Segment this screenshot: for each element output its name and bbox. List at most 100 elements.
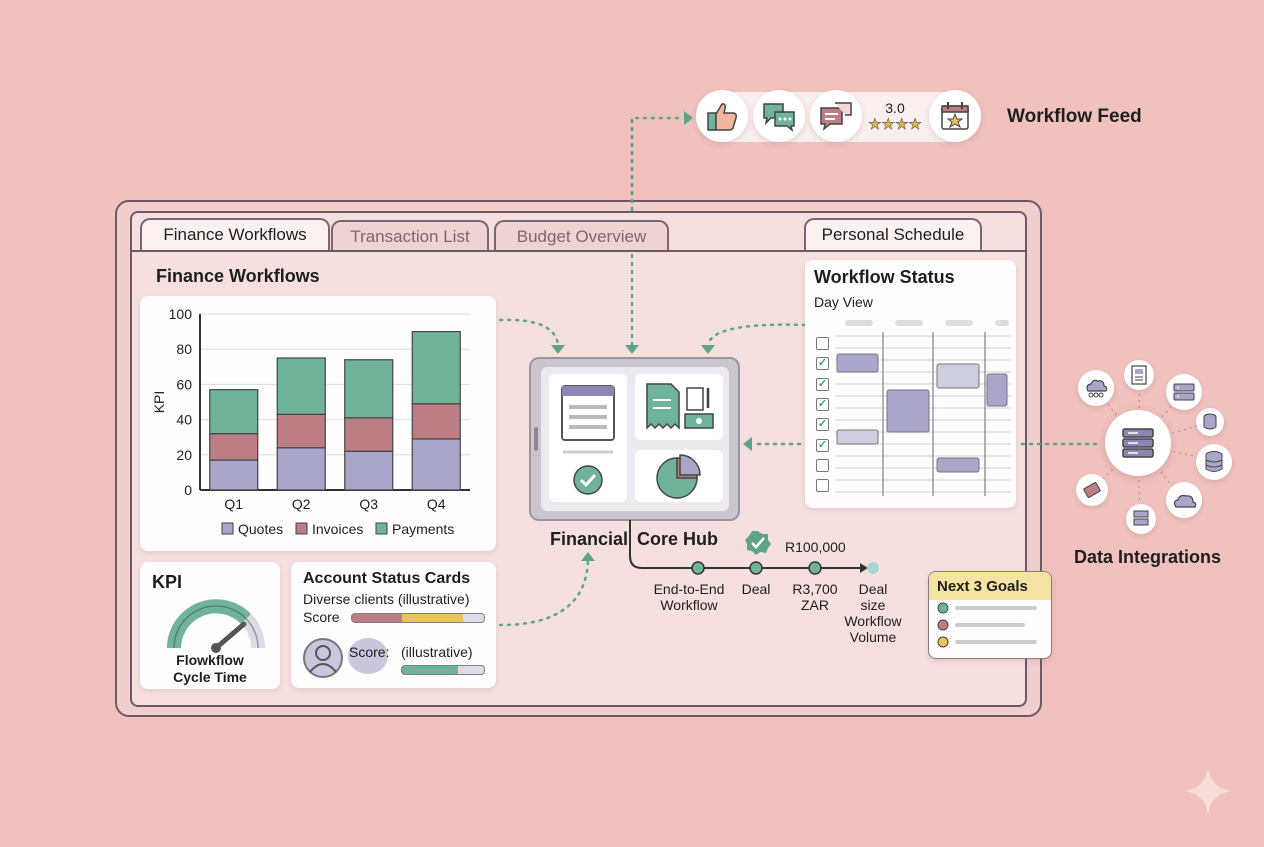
- messages-button[interactable]: [810, 90, 862, 142]
- timeline-step-4-line4: Volume: [849, 629, 897, 645]
- browser-window-icon: [561, 385, 615, 495]
- y-tick-label: 60: [176, 376, 192, 392]
- server-node-bottom[interactable]: [1126, 504, 1156, 534]
- bar-payments-q1: [209, 389, 259, 435]
- legend-label-quotes: Quotes: [238, 521, 283, 537]
- section-title: Finance Workflows: [156, 266, 320, 286]
- receipt-icon: [646, 383, 714, 430]
- document-icon: [1131, 365, 1147, 385]
- schedule-checkbox[interactable]: ✓: [816, 357, 829, 371]
- rating-stars: ★★★★: [868, 116, 922, 134]
- thumbs-up-icon: [707, 103, 737, 131]
- bar-payments-q2: [276, 357, 326, 415]
- timeline-step-4-line3: Workflow: [844, 613, 902, 629]
- rating-value: 3.0: [885, 100, 905, 116]
- y-tick-label: 0: [184, 482, 192, 498]
- server-icon-bottom: [1133, 510, 1149, 526]
- y-tick-label: 40: [176, 412, 192, 428]
- cloud-icon: [1086, 379, 1108, 398]
- kpi-label-2: Cycle Time: [173, 669, 247, 685]
- hub-tile-pie[interactable]: [635, 450, 723, 502]
- bar-quotes-q2: [276, 447, 326, 491]
- score-bar-2: [401, 665, 485, 675]
- integration-hub-node[interactable]: [1105, 410, 1171, 476]
- workflow-feed-title: Workflow Feed: [1007, 106, 1142, 127]
- x-tick-label: Q1: [224, 496, 243, 512]
- kpi-label-1: Flowkflow: [176, 652, 244, 668]
- schedule-checkbox[interactable]: ✓: [816, 397, 829, 411]
- database-node-small[interactable]: [1196, 408, 1224, 436]
- hub-label-b: Core Hub: [637, 529, 718, 549]
- legend-label-payments: Payments: [392, 521, 454, 537]
- goals-header: [929, 572, 1051, 600]
- illustrative-label: (illustrative): [401, 644, 473, 660]
- timeline: [629, 520, 879, 575]
- document-node[interactable]: [1124, 360, 1154, 390]
- database-icon: [1205, 451, 1223, 472]
- tab-budget-overview[interactable]: Budget Overview: [494, 220, 669, 250]
- x-tick-label: Q2: [292, 496, 311, 512]
- legend-swatch-invoices: [295, 522, 308, 535]
- sparkle-icon: [1185, 768, 1231, 814]
- workflow-status-card: Workflow Status Day View ✓✓✓✓✓: [805, 260, 1016, 508]
- legend-swatch-quotes: [221, 522, 234, 535]
- cloud-storage-node[interactable]: [1078, 370, 1114, 406]
- tab-transaction-list[interactable]: Transaction List: [331, 220, 489, 250]
- bar-invoices-q3: [344, 417, 394, 452]
- day-view-calendar: [835, 320, 1011, 496]
- check-badge-icon: [745, 531, 771, 555]
- account-status-card: Account Status Cards Diverse clients (il…: [291, 562, 496, 688]
- schedule-checkbox[interactable]: ✓: [816, 438, 829, 452]
- timeline-step-4-line2: size: [860, 597, 886, 613]
- workflow-status-title: Workflow Status: [814, 267, 955, 287]
- bar-invoices-q1: [209, 433, 259, 461]
- server-node-small[interactable]: [1166, 374, 1202, 410]
- data-integrations-title: Data Integrations: [1074, 547, 1222, 567]
- goals-list: [937, 602, 1037, 648]
- goals-card: Next 3 Goals: [928, 571, 1052, 659]
- bar-payments-q3: [344, 359, 394, 419]
- hub-tile-receipt[interactable]: [635, 374, 723, 440]
- hub-tile-document[interactable]: [549, 374, 627, 502]
- database-icon-small: [1203, 413, 1217, 430]
- ticket-node[interactable]: [1076, 474, 1108, 506]
- user-icon: [309, 645, 337, 673]
- x-tick-label: Q4: [427, 496, 446, 512]
- message-icon: [820, 102, 852, 131]
- legend-label-invoices: Invoices: [312, 521, 363, 537]
- server-icon-small: [1173, 383, 1195, 401]
- timeline-step-1-line1: End-to-End: [653, 581, 725, 597]
- database-node[interactable]: [1196, 444, 1232, 480]
- cloud-icon-2: [1173, 494, 1197, 508]
- timeline-step-1-line2: Workflow: [660, 597, 718, 613]
- schedule-checkbox[interactable]: ✓: [816, 377, 829, 391]
- timeline-step-3-line2: ZAR: [801, 597, 829, 613]
- schedule-checkbox[interactable]: [816, 479, 829, 493]
- server-stack-icon: [1122, 428, 1154, 458]
- tablet-button: [534, 427, 538, 451]
- schedule-checkbox[interactable]: ✓: [816, 418, 829, 432]
- thumbs-up-button[interactable]: [696, 90, 748, 142]
- schedule-checkbox[interactable]: [816, 337, 829, 350]
- kpi-title: KPI: [152, 572, 183, 592]
- x-tick-label: Q3: [359, 496, 378, 512]
- account-title: Account Status Cards: [303, 570, 471, 587]
- ticket-icon: [1083, 482, 1101, 498]
- score-bar: [351, 613, 485, 623]
- timeline-step-4-line1: Deal: [858, 581, 888, 597]
- tab-personal-schedule[interactable]: Personal Schedule: [804, 218, 982, 250]
- timeline-amount: R100,000: [785, 539, 846, 555]
- goals-title: Next 3 Goals: [937, 578, 1028, 595]
- y-axis-label: KPI: [151, 391, 167, 414]
- bar-invoices-q4: [411, 403, 461, 440]
- calendar-button[interactable]: [929, 90, 981, 142]
- tab-finance-workflows[interactable]: Finance Workflows: [140, 218, 330, 250]
- schedule-checkbox[interactable]: [816, 458, 829, 472]
- gauge-icon: [167, 599, 265, 653]
- comments-button[interactable]: [753, 90, 805, 142]
- avatar-2: [348, 638, 388, 674]
- cloud-node[interactable]: [1166, 482, 1202, 518]
- score-label: Score: [303, 609, 340, 625]
